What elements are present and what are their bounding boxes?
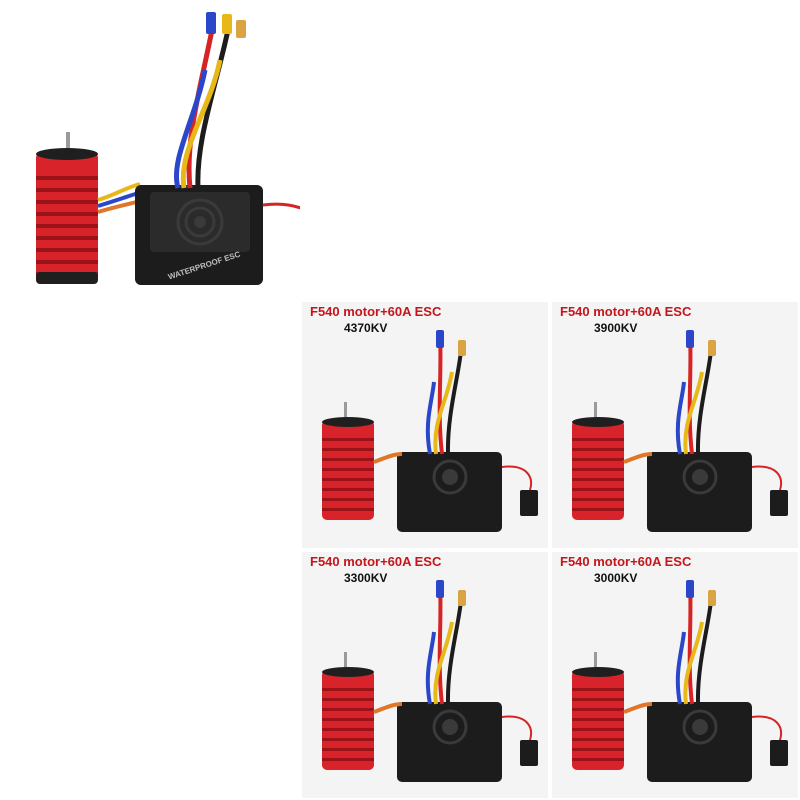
variant-kv: 3300KV bbox=[344, 571, 388, 585]
variant-caption: F540 motor+60A ESC bbox=[560, 554, 692, 569]
hero-product-image: WATERPROOF ESC bbox=[0, 0, 346, 300]
variant-kv: 3000KV bbox=[594, 571, 638, 585]
motor-esc-combo-illustration: WATERPROOF ESC bbox=[36, 12, 346, 285]
variant-caption: F540 motor+60A ESC bbox=[310, 554, 442, 569]
motor-body bbox=[36, 148, 98, 284]
battery-wires bbox=[174, 29, 231, 189]
variant-product-illustration bbox=[322, 580, 538, 782]
receiver-lead bbox=[262, 202, 342, 239]
variant-product-illustration bbox=[572, 330, 788, 532]
variant-kv: 4370KV bbox=[344, 321, 388, 335]
variant-tile-3900kv: F540 motor+60A ESC 3900KV bbox=[552, 302, 798, 548]
esc-body bbox=[135, 185, 263, 285]
motor-shaft bbox=[66, 132, 70, 154]
variant-product-illustration bbox=[572, 580, 788, 782]
battery-connectors bbox=[206, 12, 246, 38]
variant-kv: 3900KV bbox=[594, 321, 638, 335]
variant-tile-4370kv: F540 motor+60A ESC 4370KV bbox=[302, 302, 548, 548]
variant-tile-3000kv: F540 motor+60A ESC 3000KV bbox=[552, 552, 798, 798]
variant-product-illustration bbox=[322, 330, 538, 532]
variant-tile-3300kv: F540 motor+60A ESC 3300KV bbox=[302, 552, 548, 798]
variant-caption: F540 motor+60A ESC bbox=[560, 304, 692, 319]
variant-caption: F540 motor+60A ESC bbox=[310, 304, 442, 319]
